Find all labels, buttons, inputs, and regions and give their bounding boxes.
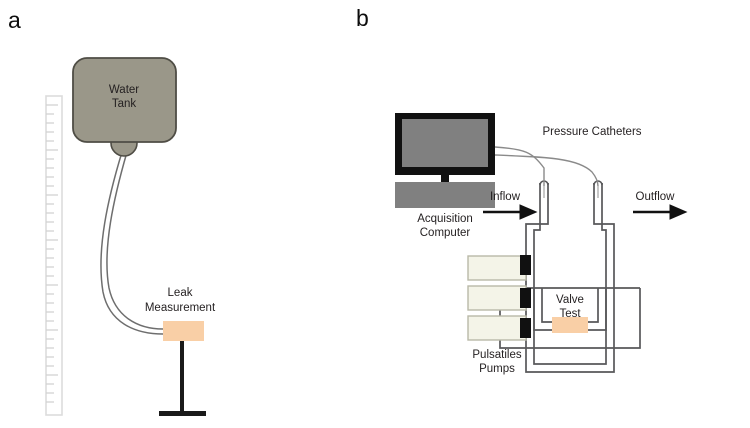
pump-connector [520, 255, 531, 275]
acquisition-computer [395, 113, 495, 208]
pulsatile-pumps-label-line1: Pulsatiles [472, 349, 521, 361]
panel-a-letter: a [8, 7, 21, 33]
inflow-label: Inflow [490, 191, 521, 203]
valve-test-label-line2: Test [559, 308, 581, 320]
panel-b-letter: b [356, 5, 369, 31]
pressure-catheter-lines [494, 146, 599, 187]
panel-b: b [350, 0, 750, 428]
outflow-label: Outflow [636, 191, 676, 203]
acquisition-computer-label-line2: Computer [420, 227, 471, 239]
water-tube [100, 151, 164, 335]
pump-connector [520, 318, 531, 338]
acquisition-computer-label-line1: Acquisition [417, 213, 473, 225]
leak-measurement-label-line1: Leak [168, 287, 193, 299]
leak-measurement-label-line2: Measurement [145, 302, 216, 314]
pump-connector [520, 288, 531, 308]
outflow-access-tube [593, 180, 603, 186]
pump-box [467, 315, 527, 341]
pump-box [467, 285, 527, 311]
valve-test-label-line1: Valve [556, 294, 584, 306]
pressure-catheters-label: Pressure Catheters [542, 126, 641, 138]
ruler-scale [45, 95, 63, 416]
panel-a: a [8, 7, 216, 416]
catheter-tip-lines [543, 186, 599, 198]
flow-circuit [525, 183, 615, 373]
water-tank-label-line1: Water [109, 84, 139, 96]
pulsatile-pumps-label-line2: Pumps [479, 363, 515, 375]
water-tank-label-line2: Tank [112, 98, 137, 110]
pump-box [467, 255, 527, 281]
water-tank [72, 57, 177, 157]
valve-test-specimen [552, 317, 588, 333]
leak-measurement-stand [159, 321, 206, 416]
pulsatile-pumps [467, 255, 531, 341]
